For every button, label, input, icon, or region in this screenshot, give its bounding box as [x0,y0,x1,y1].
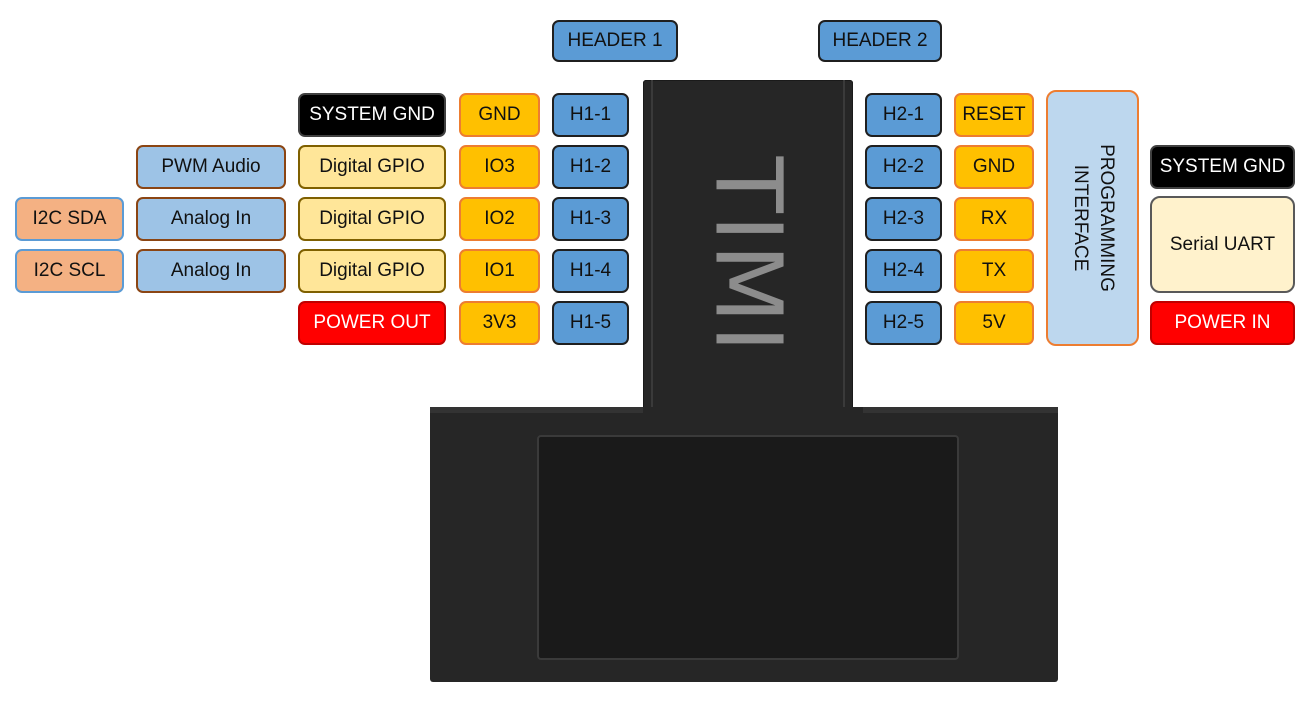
device-screen [537,435,959,660]
h1-function-gpio-io2: Digital GPIO [298,197,446,241]
h1-signal-io2: IO2 [459,197,540,241]
h2-signal-5v: 5V [954,301,1034,345]
device-connector [643,80,853,420]
h2-function-serial-uart: Serial UART [1150,196,1295,293]
h2-function-power-in: POWER IN [1150,301,1295,345]
h2-function-system-gnd: SYSTEM GND [1150,145,1295,189]
programming-interface: PROGRAMMING INTERFACE [1046,90,1139,346]
h2-pin-1: H2-1 [865,93,942,137]
h2-signal-tx: TX [954,249,1034,293]
h1-function-power-out: POWER OUT [298,301,446,345]
h1-pin-4: H1-4 [552,249,629,293]
h1-signal-gnd: GND [459,93,540,137]
h1-pin-3: H1-3 [552,197,629,241]
h1-signal-3v3: 3V3 [459,301,540,345]
device-body [430,407,1058,682]
h2-signal-reset: RESET [954,93,1034,137]
h2-pin-2: H2-2 [865,145,942,189]
h2-signal-rx: RX [954,197,1034,241]
h1-alt-analog-in-io2: Analog In [136,197,286,241]
h1-pin-1: H1-1 [552,93,629,137]
i2c-scl: I2C SCL [15,249,124,293]
h2-pin-4: H2-4 [865,249,942,293]
h1-pin-2: H1-2 [552,145,629,189]
h1-signal-io3: IO3 [459,145,540,189]
h2-pin-5: H2-5 [865,301,942,345]
i2c-sda: I2C SDA [15,197,124,241]
h1-pin-5: H1-5 [552,301,629,345]
header-2-title: HEADER 2 [818,20,942,62]
device-brand: TIMI [694,156,802,354]
h1-alt-analog-in-io1: Analog In [136,249,286,293]
h2-pin-3: H2-3 [865,197,942,241]
h1-signal-io1: IO1 [459,249,540,293]
h1-function-gpio-io3: Digital GPIO [298,145,446,189]
h1-function-gpio-io1: Digital GPIO [298,249,446,293]
header-1-title: HEADER 1 [552,20,678,62]
h2-signal-gnd: GND [954,145,1034,189]
h1-alt-pwm-audio: PWM Audio [136,145,286,189]
h1-function-system-gnd: SYSTEM GND [298,93,446,137]
